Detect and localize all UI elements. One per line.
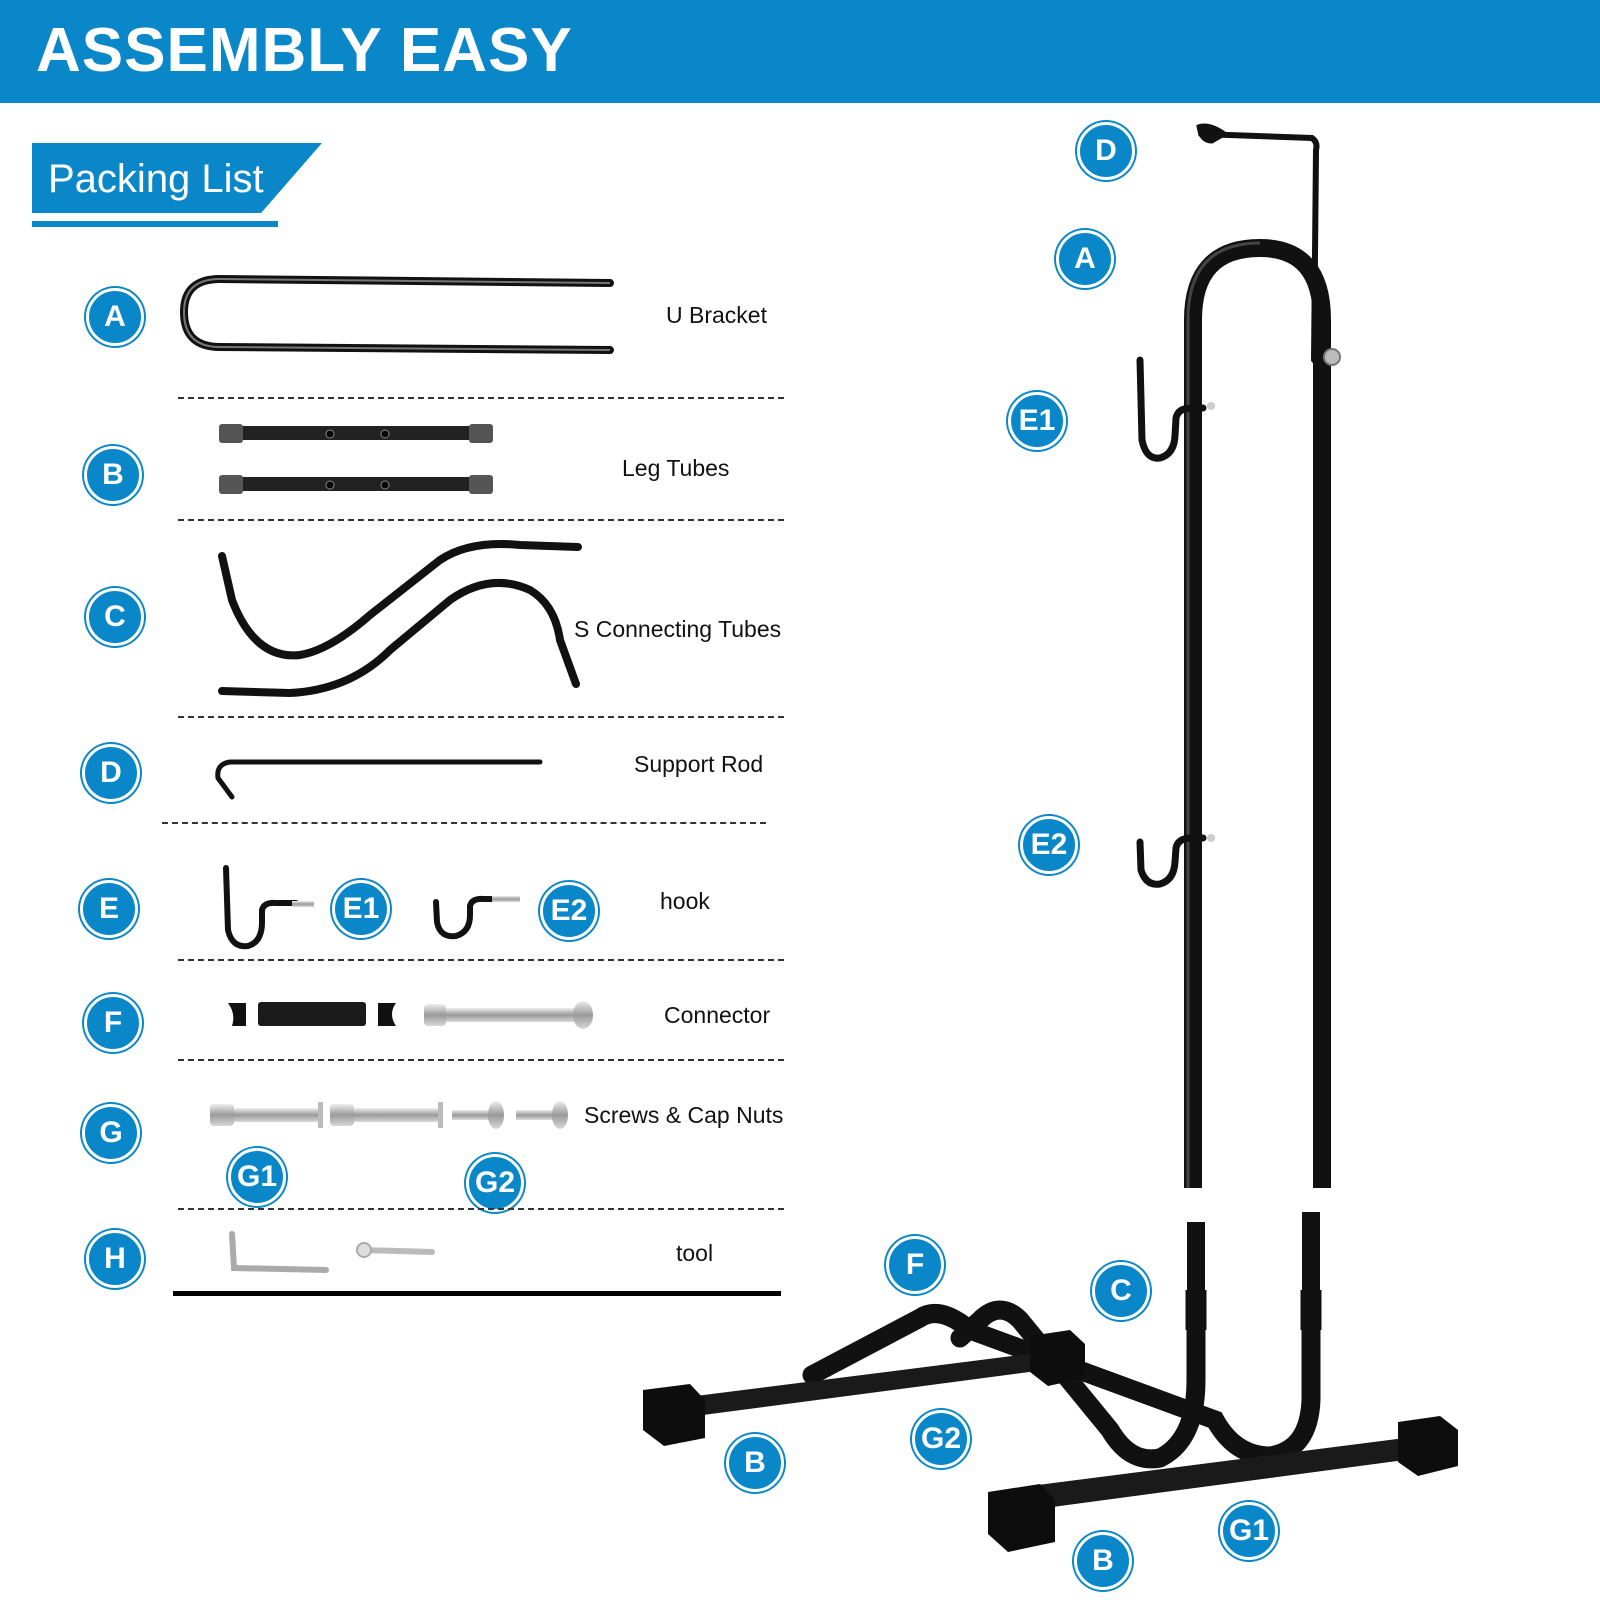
s-connecting-tubes-part [218,540,582,698]
separator [178,397,784,399]
badge-g: G [82,1104,140,1162]
packing-list-title: Packing List [48,157,264,201]
badge-e1: E1 [332,880,390,938]
assembled-hooks [1136,356,1207,888]
separator [178,959,784,961]
badge-e2: E2 [540,882,598,940]
assembled-support-rod [1196,123,1320,363]
label-s-connecting-tubes: S Connecting Tubes [574,616,782,642]
assembled-badge-g2: G2 [912,1410,970,1468]
badge-c: C [86,588,144,646]
separator [178,1208,784,1210]
screws-part [210,1101,568,1129]
assembled-badge-g1: G1 [1220,1502,1278,1560]
badge-a: A [86,288,144,346]
assembled-s-tubes [802,1300,1321,1469]
assembled-badge-f: F [886,1236,944,1294]
assembled-u-bracket [1184,238,1331,1188]
header-banner: ASSEMBLY EASY [0,0,1600,103]
badge-g2: G2 [466,1154,524,1212]
separator [162,822,766,824]
u-bracket-part [179,274,614,354]
assembled-badge-b-left: B [726,1434,784,1492]
assembled-badge-a: A [1056,230,1114,288]
assembled-badge-e2: E2 [1020,816,1078,874]
assembled-badge-d: D [1077,122,1135,180]
tools-part [229,1231,435,1273]
badge-e: E [80,880,138,938]
assembled-leg-tubes [680,1350,1420,1510]
assembled-badge-c: C [1092,1262,1150,1320]
leg-tubes-part [219,424,493,494]
label-hook: hook [660,888,710,914]
support-rod-part [215,759,543,800]
separator [178,1059,784,1061]
packing-list-underline [32,221,278,227]
wing-nut-icon [1323,348,1341,366]
separator [178,519,784,521]
hooks-part [223,865,499,950]
label-leg-tubes: Leg Tubes [622,455,730,481]
connector-part [228,1001,593,1029]
u-bracket-highlight [182,277,611,351]
end-caps [643,1330,1458,1552]
label-connector: Connector [664,1002,771,1028]
label-support-rod: Support Rod [634,751,764,777]
assembled-badge-b-right: B [1074,1532,1132,1590]
assembled-badge-e1: E1 [1008,392,1066,450]
label-u-bracket: U Bracket [666,302,767,328]
badge-f: F [84,994,142,1052]
badge-g1: G1 [228,1148,286,1206]
page-title: ASSEMBLY EASY [36,16,573,85]
badge-d: D [82,744,140,802]
label-tool: tool [676,1240,714,1266]
assembled-lower-tubes [1187,1212,1320,1300]
separator [178,716,784,718]
label-screws-cap-nuts: Screws & Cap Nuts [584,1102,784,1128]
list-bottom-rule [173,1291,781,1296]
badge-h: H [86,1230,144,1288]
badge-b: B [84,446,142,504]
